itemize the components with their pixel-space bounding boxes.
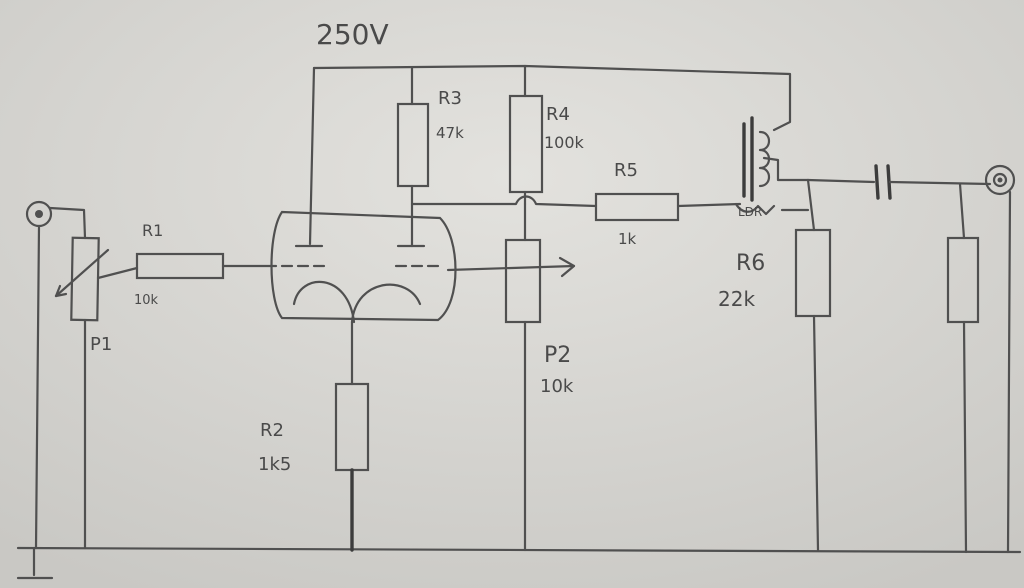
output-jack — [984, 164, 1016, 554]
coupling-capacitor — [806, 164, 992, 200]
r2-resistor — [334, 320, 370, 552]
r3-value-label: 47k — [436, 124, 464, 142]
r5-resistor — [594, 192, 742, 222]
output-transformer — [742, 116, 810, 202]
output-load-resistor — [946, 182, 980, 554]
p1-potentiometer — [54, 236, 110, 550]
supply-rail — [308, 64, 792, 246]
ldr-label: LDR — [738, 205, 762, 219]
r1-value-label: 10k — [134, 293, 159, 308]
r2-value-label: 1k5 — [258, 454, 291, 475]
p2-potentiometer — [446, 202, 576, 552]
r5-ref-label: R5 — [614, 160, 638, 181]
plate-wire — [410, 195, 598, 208]
r4-value-label: 100k — [544, 133, 585, 152]
vacuum-tube — [270, 210, 457, 324]
r6-value-label: 22k — [718, 287, 755, 311]
ldr-sensor — [734, 202, 810, 216]
r4-ref-label: R4 — [546, 104, 570, 125]
r1-resistor — [96, 252, 278, 280]
p2-value-label: 10k — [540, 376, 574, 397]
r3-ref-label: R3 — [438, 88, 462, 109]
r1-ref-label: R1 — [142, 221, 163, 240]
supply-voltage-label: 250V — [316, 18, 389, 51]
r6-resistor — [794, 178, 832, 552]
r4-resistor — [508, 94, 544, 206]
r6-ref-label: R6 — [736, 251, 765, 276]
r2-ref-label: R2 — [260, 420, 284, 441]
p2-ref-label: P2 — [544, 343, 571, 368]
r5-value-label: 1k — [618, 230, 637, 248]
input-jack — [25, 200, 87, 550]
r3-resistor — [396, 102, 430, 248]
p1-ref-label: P1 — [90, 334, 112, 355]
ground-rail — [16, 546, 1022, 580]
